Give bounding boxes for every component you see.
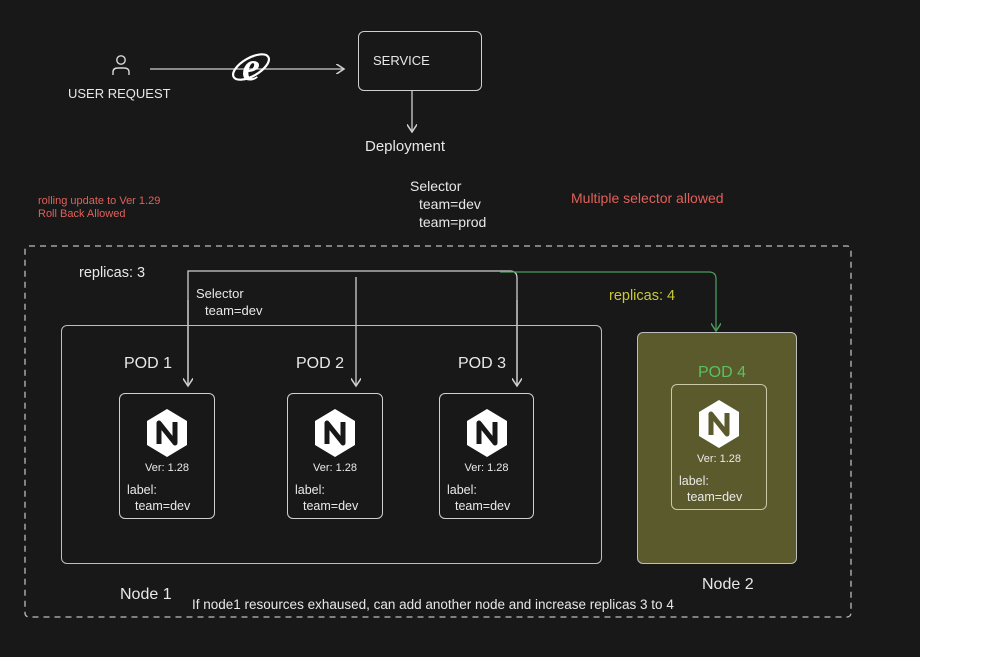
rollback-note: Roll Back Allowed bbox=[38, 208, 126, 220]
deployment-selector-title: Selector bbox=[410, 178, 462, 194]
pod-4-label: POD 4 bbox=[698, 364, 747, 381]
replicaset-selector-title: Selector bbox=[196, 286, 244, 301]
pod-label: label: team=dev bbox=[447, 482, 510, 515]
pod-version: Ver: 1.28 bbox=[144, 462, 190, 474]
pod-label-value: team=dev bbox=[303, 499, 359, 514]
pod-version: Ver: 1.28 bbox=[312, 462, 358, 474]
pod-label-title: label: bbox=[447, 483, 477, 497]
pod-version: Ver: 1.28 bbox=[696, 453, 742, 465]
node-2-box bbox=[637, 332, 797, 564]
pod-label: label: team=dev bbox=[679, 473, 742, 506]
rolling-update-note: rolling update to Ver 1.29 bbox=[38, 195, 161, 207]
deployment-label: Deployment bbox=[365, 138, 446, 155]
nginx-icon bbox=[315, 409, 355, 457]
user-request-label: USER REQUEST bbox=[68, 86, 171, 101]
pod-1-label: POD 1 bbox=[124, 355, 173, 372]
pod-label-title: label: bbox=[679, 474, 709, 488]
connectors bbox=[24, 0, 852, 618]
diagram-canvas: USER REQUEST e SERVICE Deployment Select… bbox=[0, 0, 920, 657]
deployment-selector-line: team=dev bbox=[419, 196, 481, 212]
pod-2-label: POD 2 bbox=[296, 355, 345, 372]
pod-label-title: label: bbox=[127, 483, 157, 497]
pod-1-container: Ver: 1.28 label: team=dev bbox=[119, 393, 215, 519]
internet-explorer-icon: e bbox=[232, 47, 270, 89]
nginx-icon bbox=[699, 400, 739, 448]
pod-3-label: POD 3 bbox=[458, 355, 507, 372]
deployment-selector-line: team=prod bbox=[419, 214, 487, 230]
replicaset-selector-line: team=dev bbox=[205, 303, 263, 318]
pod-label-value: team=dev bbox=[135, 499, 191, 514]
replicas-count-label: replicas: 3 bbox=[79, 265, 146, 281]
service-label: SERVICE bbox=[373, 53, 430, 68]
node-1-box bbox=[61, 325, 602, 564]
pod-label-value: team=dev bbox=[455, 499, 511, 514]
pod-4-container: Ver: 1.28 label: team=dev bbox=[671, 384, 767, 510]
svg-text:e: e bbox=[242, 47, 260, 89]
scale-note: If node1 resources exhaused, can add ano… bbox=[192, 597, 674, 612]
pod-label: label: team=dev bbox=[127, 482, 190, 515]
pod-label-value: team=dev bbox=[687, 490, 743, 505]
pod-3-container: Ver: 1.28 label: team=dev bbox=[439, 393, 534, 519]
user-icon bbox=[112, 55, 130, 75]
replicaset-boundary bbox=[24, 245, 852, 618]
service-box: SERVICE bbox=[358, 31, 482, 91]
nginx-icon bbox=[466, 409, 507, 457]
multiple-selector-note: Multiple selector allowed bbox=[571, 190, 724, 206]
scaled-replicas-label: replicas: 4 bbox=[609, 288, 676, 304]
pod-2-container: Ver: 1.28 label: team=dev bbox=[287, 393, 383, 519]
pod-label: label: team=dev bbox=[295, 482, 358, 515]
node-1-label: Node 1 bbox=[120, 586, 172, 603]
node-2-label: Node 2 bbox=[702, 576, 754, 593]
nginx-icon bbox=[147, 409, 187, 457]
pod-version: Ver: 1.28 bbox=[464, 462, 509, 474]
scale-out-arrow bbox=[500, 271, 716, 331]
pod-label-title: label: bbox=[295, 483, 325, 497]
